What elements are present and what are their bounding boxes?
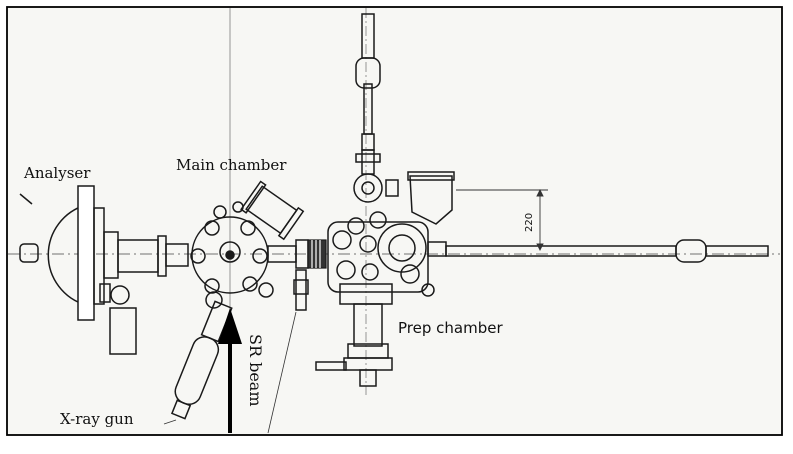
prep-chamber bbox=[315, 13, 769, 387]
analyser bbox=[19, 185, 189, 355]
dimension-marker bbox=[456, 188, 548, 252]
drawing-frame bbox=[6, 6, 783, 436]
main-chamber-label: Main chamber bbox=[176, 156, 287, 174]
sr-beam-arrow bbox=[218, 308, 242, 433]
analyser-label: Analyser bbox=[23, 164, 91, 182]
prep-chamber-label: Prep chamber bbox=[398, 319, 503, 337]
sr-beam-label: SR beam bbox=[246, 334, 265, 407]
leader-lines bbox=[163, 311, 297, 434]
bellows bbox=[307, 239, 327, 269]
main-chamber bbox=[190, 180, 309, 311]
xray-gun-label: X-ray gun bbox=[60, 410, 134, 428]
dimension-label: 220 bbox=[524, 213, 535, 232]
